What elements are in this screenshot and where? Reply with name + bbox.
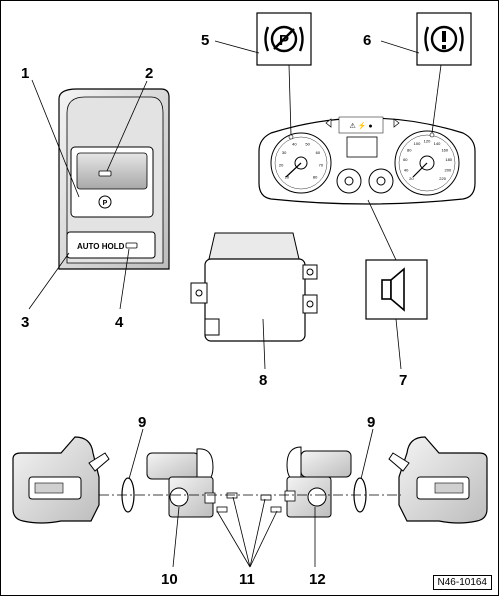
callout-8: 8 <box>259 372 267 389</box>
leader-lines <box>28 40 420 568</box>
tachometer-tick-label: 70 <box>319 163 324 168</box>
callout-2: 2 <box>145 65 153 82</box>
speedometer-tick-label: 20 <box>409 176 414 181</box>
parking-brake-switch[interactable]: P <box>70 146 154 218</box>
callout-7: 7 <box>399 372 407 389</box>
speaker-icon <box>390 267 405 312</box>
parking-brake-warning-box: P <box>256 12 312 66</box>
speedometer-tick-label: 220 <box>439 176 446 181</box>
speedometer-tick-label: 40 <box>404 167 409 172</box>
speedometer-tick-label: 60 <box>403 157 408 162</box>
switch-indicator-lamp <box>98 170 112 177</box>
warning-lamp-row <box>338 116 384 134</box>
figure-id-label: N46-10164 <box>432 575 492 590</box>
tachometer-tick-label: 10 <box>285 175 290 180</box>
speedometer-tick-label: 200 <box>445 167 452 172</box>
left-parking-brake-motor <box>146 448 216 518</box>
callout-6: 6 <box>363 32 371 49</box>
callout-11: 11 <box>239 571 255 588</box>
speedometer-tick-label: 120 <box>424 139 431 144</box>
auto-hold-button[interactable]: AUTO HOLD <box>66 231 156 259</box>
callout-numbers: 1 2 3 4 5 6 7 8 9 9 10 11 12 <box>21 32 407 588</box>
right-parking-brake-motor <box>284 446 352 518</box>
brake-lamp-in-cluster <box>429 132 435 138</box>
switch-panel: P AUTO HOLD <box>58 88 170 270</box>
right-brake-caliper <box>388 436 488 524</box>
parking-brake-symbol-icon <box>98 195 112 209</box>
tachometer-tick-label: 30 <box>282 150 287 155</box>
speedometer-tick-label: 180 <box>445 157 452 162</box>
tachometer-tick-label: 60 <box>316 150 321 155</box>
control-unit <box>190 232 318 342</box>
callout-12: 12 <box>309 571 326 588</box>
callout-10: 10 <box>161 571 178 588</box>
svg-text:P: P <box>103 200 108 207</box>
callout-9-right: 9 <box>367 414 375 431</box>
brake-warning-box <box>416 12 472 66</box>
svg-text:⚠ ⚡ ●: ⚠ ⚡ ● <box>349 121 372 130</box>
callout-1: 1 <box>21 65 29 82</box>
parking-lamp-in-cluster <box>288 134 294 140</box>
speedometer-tick-label: 140 <box>434 141 441 146</box>
tachometer-tick-label: 50 <box>305 142 310 147</box>
left-brake-caliper <box>12 436 110 524</box>
buzzer-speaker-box <box>365 259 428 320</box>
callout-4: 4 <box>115 314 124 331</box>
left-motor-bolts <box>216 492 238 513</box>
callout-3: 3 <box>21 314 29 331</box>
speedometer-tick-label: 100 <box>414 141 421 146</box>
callout-9-left: 9 <box>138 414 146 431</box>
center-display <box>346 136 378 158</box>
tachometer-tick-label: 20 <box>279 163 284 168</box>
auto-hold-label: AUTO HOLD <box>77 242 125 251</box>
tachometer-tick-label: 80 <box>313 175 318 180</box>
strike-through-icon <box>273 28 295 50</box>
tachometer-tick-label: 40 <box>292 142 297 147</box>
auto-hold-indicator-lamp <box>125 242 138 249</box>
callout-5: 5 <box>201 32 209 49</box>
speedometer-tick-label: 80 <box>407 148 412 153</box>
speedometer-tick-label: 160 <box>441 148 448 153</box>
